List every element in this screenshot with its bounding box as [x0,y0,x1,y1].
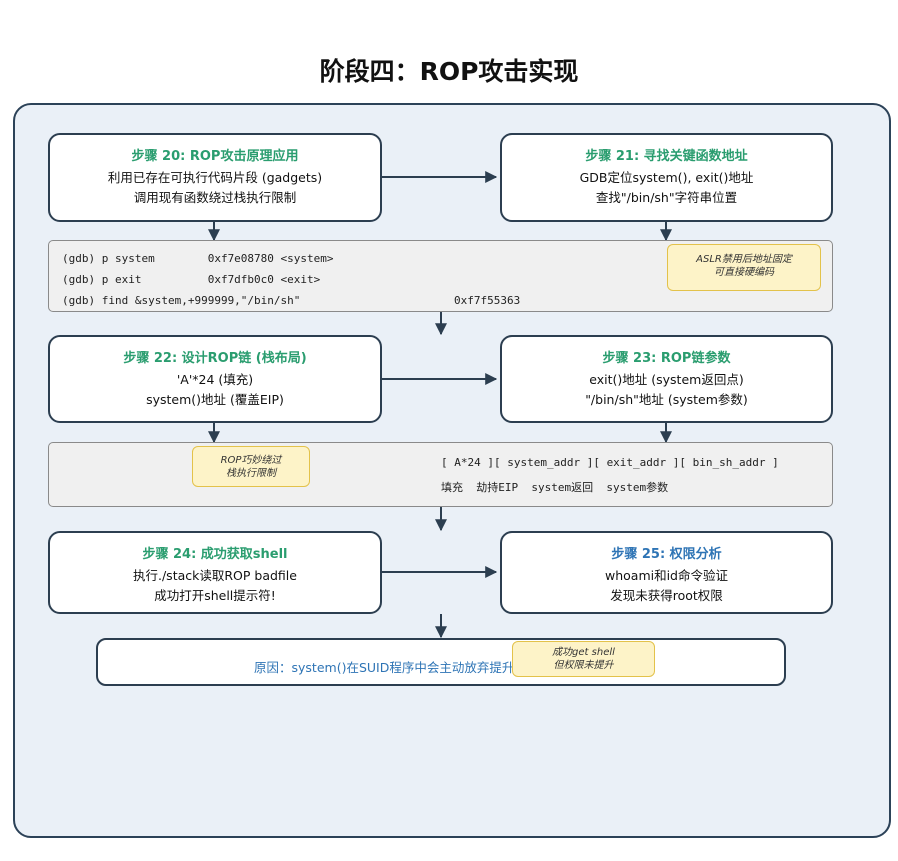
shell-note: 成功get shell 但权限未提升 [512,641,655,677]
step-22-line-2: system()地址 (覆盖EIP) [146,392,284,407]
step-21-line-2: 查找"/bin/sh"字符串位置 [595,190,738,205]
rop-note-line-1: ROP巧妙绕过 [220,455,282,466]
step-24-line-2: 成功打开shell提示符! [154,588,276,603]
aslr-note-line-1: ASLR禁用后地址固定 [696,254,792,265]
page-title: 阶段四：ROP攻击实现 [319,57,579,86]
rop-stack-legend: 填充 劫持EIP system返回 system参数 [441,481,669,494]
rop-layout-block [48,442,833,507]
gdb-line-exit: (gdb) p exit 0xf7dfb0c0 <exit> [62,273,321,286]
aslr-note: ASLR禁用后地址固定 可直接硬编码 [667,244,821,291]
step-22-box: 步骤 22: 设计ROP链 (栈布局) 'A'*24 (填充) system()… [48,335,382,423]
step-20-box: 步骤 20: ROP攻击原理应用 利用已存在可执行代码片段 (gadgets) … [48,133,382,222]
step-21-title: 步骤 21: 寻找关键函数地址 [585,149,748,164]
step-21-line-1: GDB定位system(), exit()地址 [579,170,754,185]
rop-note-line-2: 栈执行限制 [226,468,276,479]
step-20-line-1: 利用已存在可执行代码片段 (gadgets) [107,170,323,185]
rop-note: ROP巧妙绕过 栈执行限制 [192,446,310,487]
step-22-title: 步骤 22: 设计ROP链 (栈布局) [123,351,307,366]
step-25-line-2: 发现未获得root权限 [610,588,723,603]
gdb-line-system: (gdb) p system 0xf7e08780 <system> [62,252,334,265]
rop-stack-layout: [ A*24 ][ system_addr ][ exit_addr ][ bi… [441,456,779,469]
step-25-line-1: whoami和id命令验证 [604,568,728,583]
step-21-box: 步骤 21: 寻找关键函数地址 GDB定位system(), exit()地址 … [500,133,833,222]
step-22-line-1: 'A'*24 (填充) [176,372,254,387]
step-24-title: 步骤 24: 成功获取shell [142,547,288,562]
step-23-title: 步骤 23: ROP链参数 [602,351,731,366]
reason-text: 原因：system()在SUID程序中会主动放弃提升的权限 [254,660,552,675]
step-24-box: 步骤 24: 成功获取shell 执行./stack读取ROP badfile … [48,531,382,614]
step-25-title: 步骤 25: 权限分析 [611,547,722,562]
step-24-line-1: 执行./stack读取ROP badfile [133,568,297,583]
step-23-box: 步骤 23: ROP链参数 exit()地址 (system返回点) "/bin… [500,335,833,423]
aslr-note-line-2: 可直接硬编码 [714,267,774,278]
shell-note-line-2: 但权限未提升 [553,660,614,671]
step-23-line-1: exit()地址 (system返回点) [589,372,744,387]
shell-note-line-1: 成功get shell [552,647,615,658]
gdb-line-find: (gdb) find &system,+999999,"/bin/sh" [62,294,301,307]
gdb-line-find-value: 0xf7f55363 [454,294,521,307]
step-20-line-2: 调用现有函数绕过栈执行限制 [133,190,297,205]
reason-box [96,638,786,686]
step-23-line-2: "/bin/sh"地址 (system参数) [585,392,748,407]
step-25-box: 步骤 25: 权限分析 whoami和id命令验证 发现未获得root权限 [500,531,833,614]
step-20-title: 步骤 20: ROP攻击原理应用 [131,149,299,164]
